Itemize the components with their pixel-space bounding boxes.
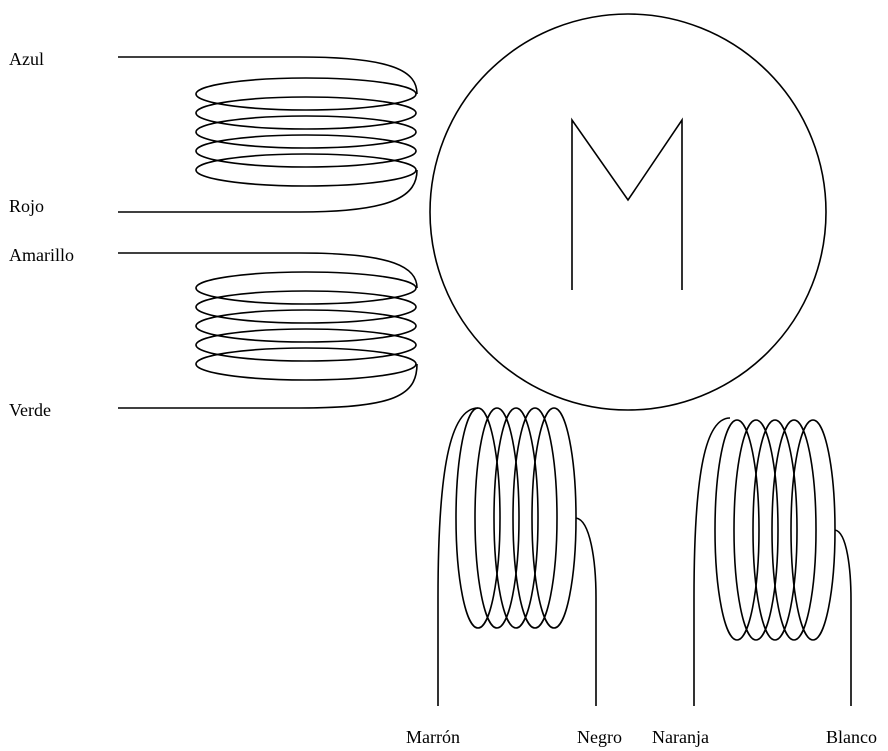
label-azul: Azul [9, 49, 44, 69]
motor-circle [429, 13, 827, 411]
coil-naranja-blanco [693, 417, 852, 706]
label-blanco: Blanco [826, 727, 877, 747]
coil-marron-negro [437, 407, 597, 706]
label-marron: Marrón [406, 727, 460, 747]
label-verde: Verde [9, 400, 51, 420]
motor-letter-m [571, 117, 683, 290]
label-amarillo: Amarillo [9, 245, 74, 265]
label-negro: Negro [577, 727, 622, 747]
coil-amarillo-verde [118, 252, 418, 409]
label-rojo: Rojo [9, 196, 45, 216]
label-naranja: Naranja [652, 727, 709, 747]
coil-azul-rojo [118, 56, 418, 213]
